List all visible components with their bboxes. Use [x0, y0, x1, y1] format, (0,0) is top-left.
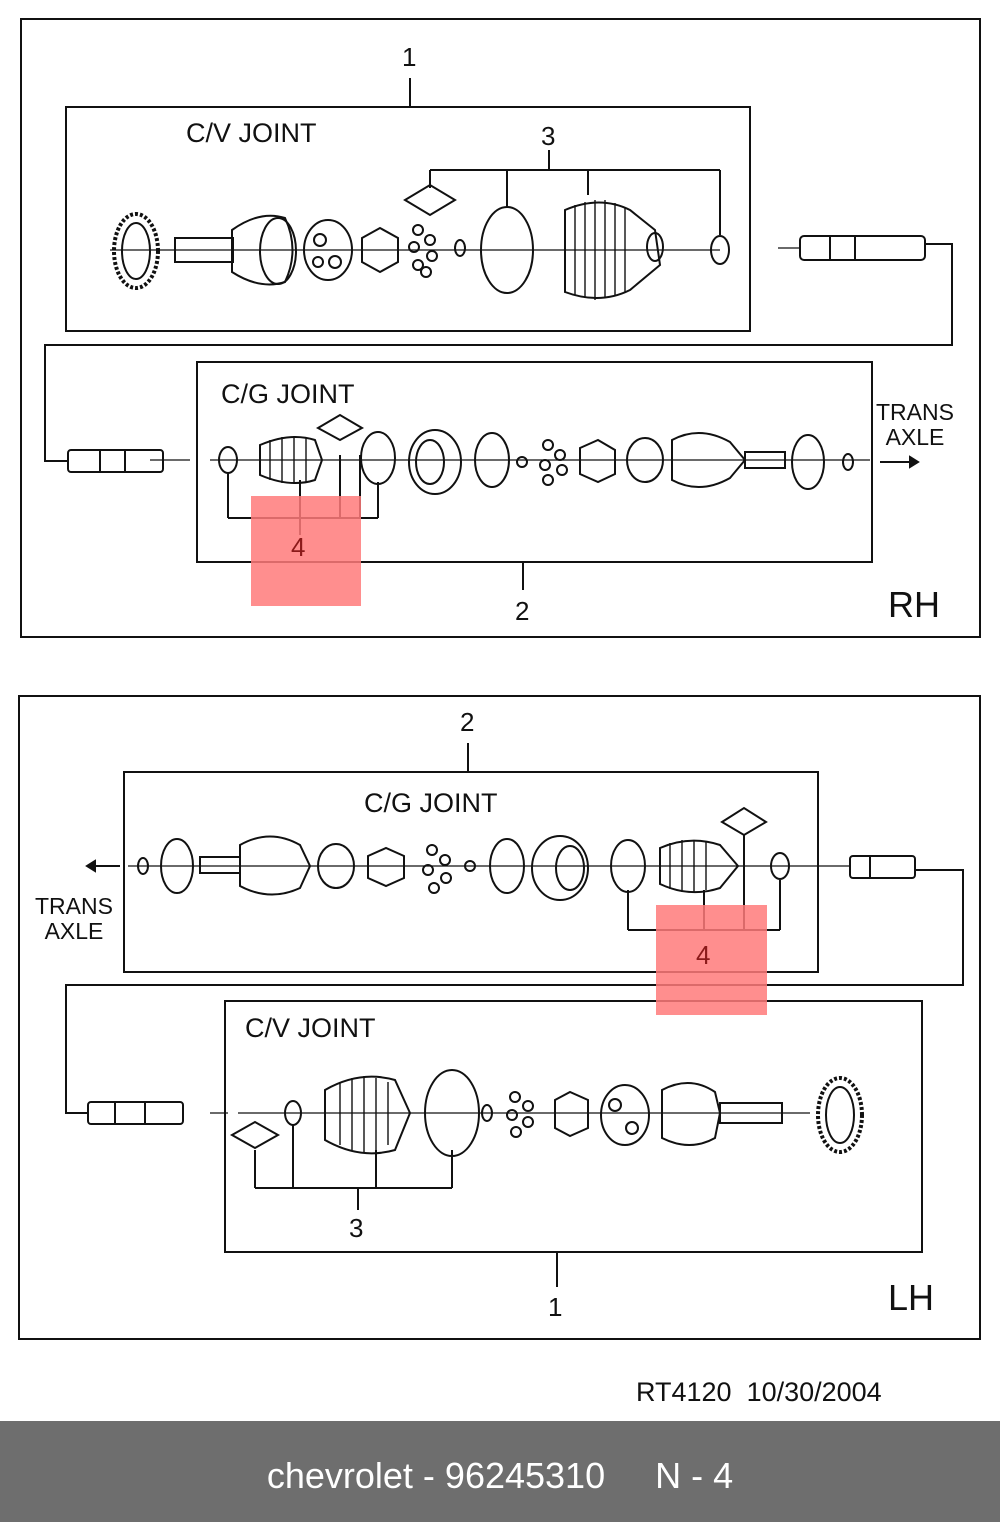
- rh-side-label: RH: [888, 584, 940, 625]
- diagram-reference: RT4120 10/30/2004: [636, 1377, 882, 1407]
- rh-cv-joint-box: [65, 106, 751, 332]
- cv-boot-icon: [564, 201, 662, 300]
- footer-bar: [0, 1421, 1000, 1522]
- cg-boot-icon: [259, 435, 324, 485]
- grease-pack-icon: [403, 183, 457, 217]
- lh-callout-2: 2: [460, 707, 475, 737]
- lh-callout-3: 3: [349, 1213, 364, 1243]
- rh-cg-joint-title: C/G JOINT: [221, 379, 355, 409]
- rh-trans-axle-label: TRANS AXLE: [876, 399, 954, 451]
- cg-housing-icon: [408, 429, 462, 495]
- rh-highlight-callout-4: [251, 496, 361, 606]
- clamp-small-icon: [710, 235, 730, 265]
- lh-cg-joint-title: C/G JOINT: [364, 788, 498, 818]
- lh-cv-joint-box: [224, 1000, 923, 1253]
- cv-housing-icon: [231, 214, 294, 286]
- cv-cage-icon: [303, 219, 353, 281]
- rh-callout-3: 3: [541, 121, 556, 151]
- rh-callout-4: 4: [291, 532, 306, 562]
- rh-callout-1: 1: [402, 42, 417, 72]
- rh-cv-joint-title: C/V JOINT: [186, 118, 317, 148]
- lh-callout-1: 1: [548, 1292, 563, 1322]
- rh-callout-2: 2: [515, 596, 530, 626]
- inner-race-icon: [361, 226, 399, 274]
- abs-ring-icon: [112, 212, 160, 290]
- lh-panel-frame: [18, 695, 981, 1340]
- rh-cg-joint-box: [196, 361, 873, 563]
- ball-bearings-icon: [408, 224, 438, 278]
- footer-part-info: chevrolet - 96245310 N - 4: [266, 1455, 734, 1496]
- clamp-large-icon: [480, 206, 534, 294]
- lh-callout-4: 4: [696, 940, 711, 970]
- rh-panel-frame: [20, 18, 981, 638]
- lh-trans-axle-label: TRANS AXLE: [35, 893, 113, 945]
- axle-shaft-icon: [799, 235, 926, 261]
- lh-cv-joint-title: C/V JOINT: [245, 1013, 376, 1043]
- lh-cg-joint-box: [123, 771, 819, 973]
- lh-highlight-callout-4: [656, 905, 767, 1015]
- lh-side-label: LH: [888, 1277, 935, 1318]
- driveshaft-exploded-diagram: [18, 18, 981, 1340]
